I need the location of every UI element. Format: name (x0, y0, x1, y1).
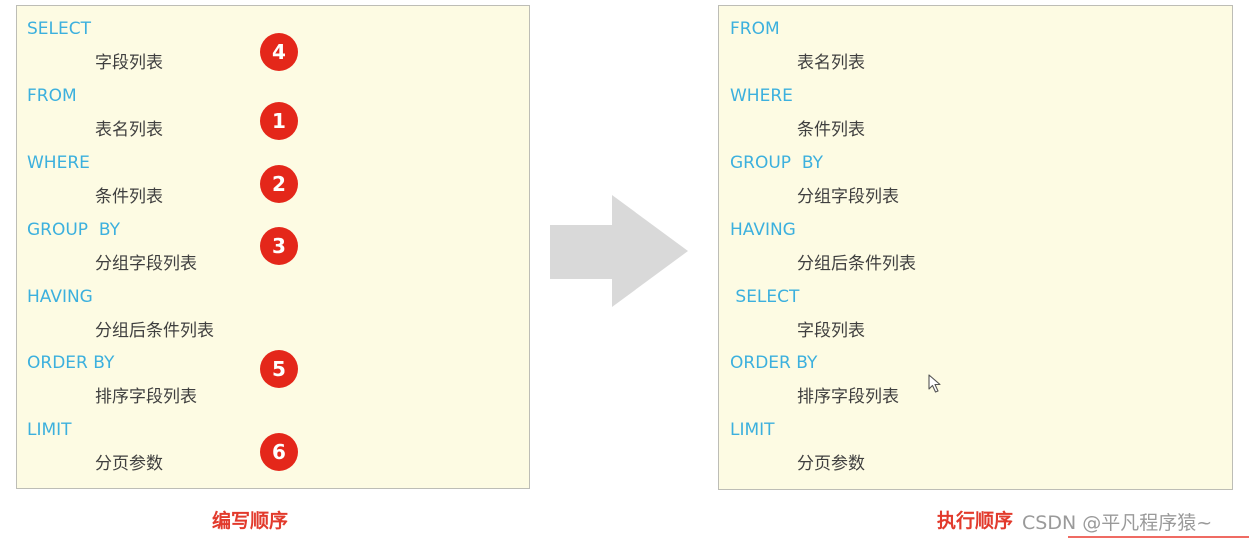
write-keyword-select: SELECT (27, 19, 91, 39)
order-badge-order-by: 5 (260, 350, 298, 388)
exec-keyword-order-by: ORDER BY (730, 353, 818, 373)
csdn-watermark: CSDN @平凡程序猿~ (1022, 512, 1213, 534)
exec-item-limit: 分页参数 (797, 454, 865, 474)
write-item-where: 条件列表 (95, 187, 163, 207)
write-keyword-order-by: ORDER BY (27, 353, 115, 373)
exec-order-caption: 执行顺序 (937, 510, 1014, 532)
order-badge-select: 4 (260, 33, 298, 71)
write-keyword-where: WHERE (27, 153, 90, 173)
order-badge-from: 1 (260, 102, 298, 140)
exec-keyword-from: FROM (730, 19, 780, 39)
exec-keyword-group-by: GROUP BY (730, 153, 823, 173)
write-keyword-group-by: GROUP BY (27, 220, 120, 240)
write-item-select: 字段列表 (95, 53, 163, 73)
watermark-underline (1068, 536, 1249, 538)
write-order-caption: 编写顺序 (212, 510, 289, 532)
write-item-group-by: 分组字段列表 (95, 254, 197, 274)
write-item-limit: 分页参数 (95, 454, 163, 474)
exec-keyword-select: SELECT (730, 287, 800, 307)
write-keyword-having: HAVING (27, 287, 93, 307)
write-item-from: 表名列表 (95, 120, 163, 140)
write-keyword-limit: LIMIT (27, 420, 72, 440)
order-badge-limit: 6 (260, 433, 298, 471)
write-order-panel: SELECT 字段列表 4 FROM 表名列表 1 WHERE 条件列表 2 G… (16, 5, 530, 489)
exec-keyword-where: WHERE (730, 86, 793, 106)
exec-order-panel: FROM 表名列表 WHERE 条件列表 GROUP BY 分组字段列表 HAV… (718, 5, 1233, 490)
exec-item-order-by: 排序字段列表 (797, 387, 899, 407)
exec-keyword-having: HAVING (730, 220, 796, 240)
exec-item-having: 分组后条件列表 (797, 254, 916, 274)
order-badge-group-by: 3 (260, 227, 298, 265)
right-arrow-icon (550, 195, 688, 307)
exec-item-from: 表名列表 (797, 53, 865, 73)
write-keyword-from: FROM (27, 86, 77, 106)
exec-item-where: 条件列表 (797, 120, 865, 140)
write-item-order-by: 排序字段列表 (95, 387, 197, 407)
mouse-cursor-icon (928, 374, 941, 393)
exec-item-group-by: 分组字段列表 (797, 187, 899, 207)
order-badge-where: 2 (260, 165, 298, 203)
write-item-having: 分组后条件列表 (95, 321, 214, 341)
exec-keyword-limit: LIMIT (730, 420, 775, 440)
exec-item-select: 字段列表 (797, 321, 865, 341)
